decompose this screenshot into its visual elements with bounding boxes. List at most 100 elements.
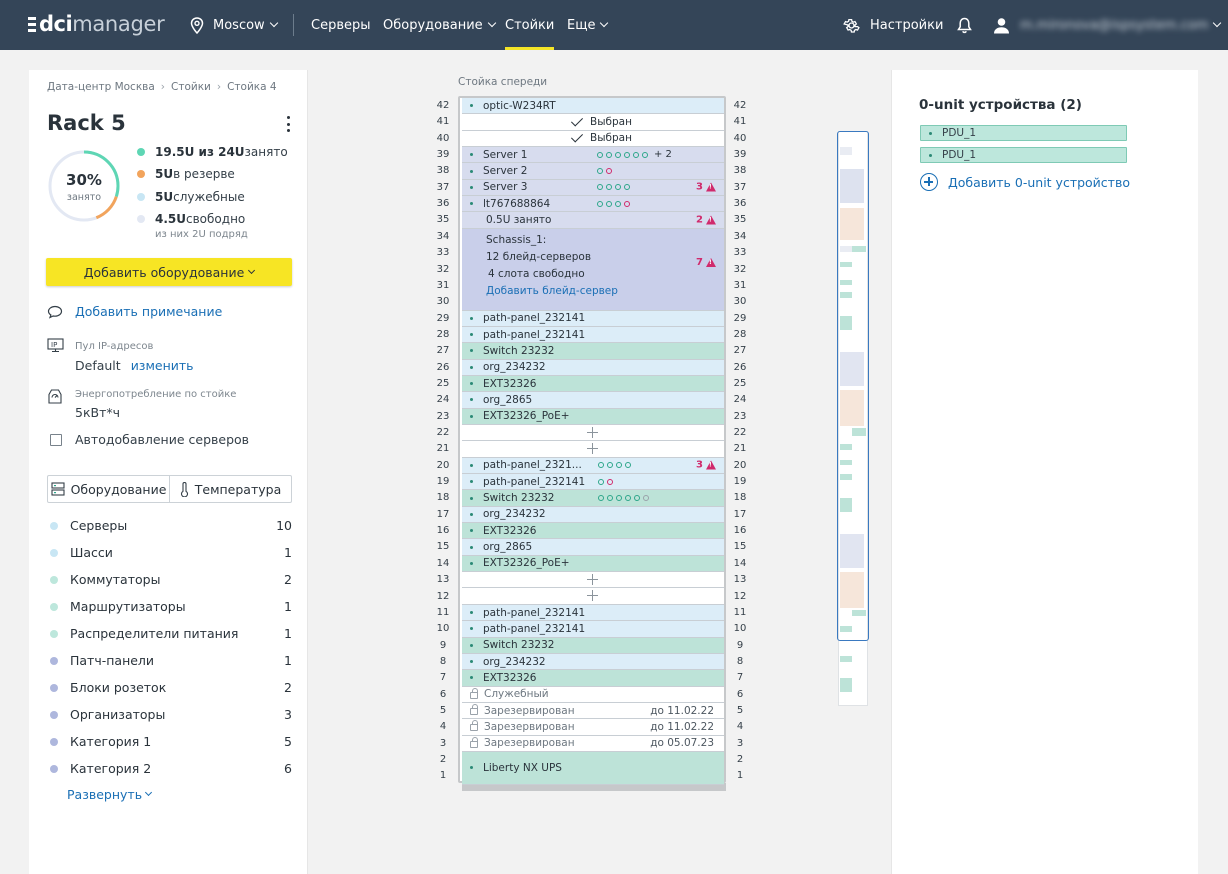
rack-empty-slot[interactable] xyxy=(462,425,724,442)
nav-more[interactable]: Еще xyxy=(567,0,609,50)
nav-racks[interactable]: Стойки xyxy=(505,0,555,50)
rack-slot[interactable]: org_234232 xyxy=(462,653,724,671)
legend-value: 5U xyxy=(155,190,174,204)
rack-minimap[interactable] xyxy=(838,131,868,706)
breadcrumb-rack[interactable]: Стойка 4 xyxy=(227,81,277,93)
zero-unit-device[interactable]: PDU_1 xyxy=(920,147,1127,163)
rack-slot[interactable]: path-panel_232141 xyxy=(462,310,724,327)
notifications-button[interactable] xyxy=(957,0,972,50)
user-menu[interactable]: m.mironova@ispsystem.com xyxy=(993,0,1222,50)
zero-unit-device[interactable]: PDU_1 xyxy=(920,125,1127,141)
category-name: Маршрутизаторы xyxy=(70,599,186,614)
rack-slot[interactable]: Switch 23232 xyxy=(462,490,724,507)
location-label: Moscow xyxy=(213,17,265,33)
rack-slot[interactable]: lt767688864 xyxy=(462,196,724,213)
rack-slot-label: org_234232 xyxy=(483,361,546,374)
rack-slot[interactable]: path-panel_232141 xyxy=(462,474,724,491)
rack-empty-slot[interactable] xyxy=(462,572,724,589)
unit-number: 25 xyxy=(436,377,450,389)
unit-number: 2 xyxy=(736,754,744,765)
unit-number: 6 xyxy=(439,688,447,700)
port-icon xyxy=(597,184,603,191)
breadcrumb-racks[interactable]: Стойки xyxy=(171,81,211,93)
rack-slot[interactable]: Switch 23232 xyxy=(462,637,724,654)
minimap-viewport[interactable] xyxy=(837,131,869,641)
ip-pool-change-link[interactable]: изменить xyxy=(130,358,194,373)
legend-occupied: 19.5U из 24U занято xyxy=(137,145,288,159)
rack-slot[interactable]: Server 2 xyxy=(462,163,724,180)
add-zero-unit-device-link[interactable]: Добавить 0-unit устройство xyxy=(920,173,1130,191)
rack-slot[interactable]: Server 1+ 2 xyxy=(462,147,724,164)
rack-slot[interactable]: EXT32326 xyxy=(462,670,724,687)
rack-slot[interactable]: org_234232 xyxy=(462,359,724,376)
minimap-block xyxy=(840,292,852,298)
plus-icon xyxy=(587,573,598,585)
unit-number: 12 xyxy=(733,590,747,602)
autoadd-servers-label[interactable]: Автодобавление серверов xyxy=(75,432,250,447)
donut-occupied-segment xyxy=(48,150,120,222)
nav-equipment[interactable]: Оборудование xyxy=(383,0,496,50)
tab-equipment[interactable]: Оборудование xyxy=(48,476,169,502)
chassis-name: Schassis_1: xyxy=(486,233,547,246)
warning-badge[interactable]: 2 xyxy=(696,215,716,226)
rack-slot[interactable]: optic-W234RT xyxy=(462,98,724,115)
rack-empty-slot[interactable] xyxy=(462,441,724,458)
rack-slot[interactable]: EXT32326_PoE+ xyxy=(462,408,724,425)
rack-slot[interactable]: Выбран xyxy=(462,130,724,148)
rack-slot[interactable]: Выбран xyxy=(462,114,724,131)
more-options-icon[interactable] xyxy=(286,116,290,132)
add-equipment-button[interactable]: Добавить оборудование xyxy=(46,258,292,286)
reserved-until: до 11.02.22 xyxy=(650,720,714,733)
rack-slot[interactable]: EXT32326 xyxy=(462,375,724,393)
rack-slot[interactable]: Switch 23232 xyxy=(462,343,724,360)
rack-slot[interactable]: EXT32326 xyxy=(462,523,724,540)
minimap-block xyxy=(852,246,866,252)
add-note-link[interactable]: Добавить примечание xyxy=(47,304,222,319)
device-dot xyxy=(470,676,473,680)
unit-number: 30 xyxy=(436,296,450,308)
unit-number: 39 xyxy=(436,149,450,161)
port-icon xyxy=(598,462,604,469)
expand-categories-link[interactable]: Развернуть xyxy=(67,787,153,802)
add-blade-server-link[interactable]: Добавить блейд-сервер xyxy=(486,284,618,297)
rack-empty-slot[interactable] xyxy=(462,588,724,605)
rack-slot[interactable]: org_2865 xyxy=(462,392,724,409)
rack-slot[interactable]: path-panel_2321...3 xyxy=(462,457,724,475)
warning-badge[interactable]: 7 xyxy=(696,257,716,268)
tab-temperature[interactable]: Температура xyxy=(169,476,291,502)
rack-slot[interactable]: Служебный xyxy=(462,686,724,703)
rack-slot[interactable]: EXT32326_PoE+ xyxy=(462,555,724,573)
settings-link[interactable]: Настройки xyxy=(843,0,943,50)
warning-badge[interactable]: 3 xyxy=(696,182,716,193)
rack-slot[interactable]: path-panel_232141 xyxy=(462,604,724,622)
warning-badge[interactable]: 3 xyxy=(696,460,716,471)
nav-servers[interactable]: Серверы xyxy=(311,0,371,50)
unit-number: 20 xyxy=(436,459,450,471)
rack-slot[interactable]: org_2865 xyxy=(462,539,724,556)
autoadd-servers-checkbox[interactable] xyxy=(50,434,62,446)
rack-slot[interactable]: path-panel_232141 xyxy=(462,326,724,344)
rack-slot[interactable]: path-panel_232141 xyxy=(462,621,724,638)
rack-slot[interactable]: Liberty NX UPS xyxy=(462,752,724,785)
rack-slot[interactable]: org_234232 xyxy=(462,506,724,524)
location-selector[interactable]: Moscow xyxy=(190,0,278,50)
breadcrumb-separator-icon: › xyxy=(216,81,222,93)
breadcrumb-datacenter[interactable]: Дата-центр Москва xyxy=(47,81,155,93)
